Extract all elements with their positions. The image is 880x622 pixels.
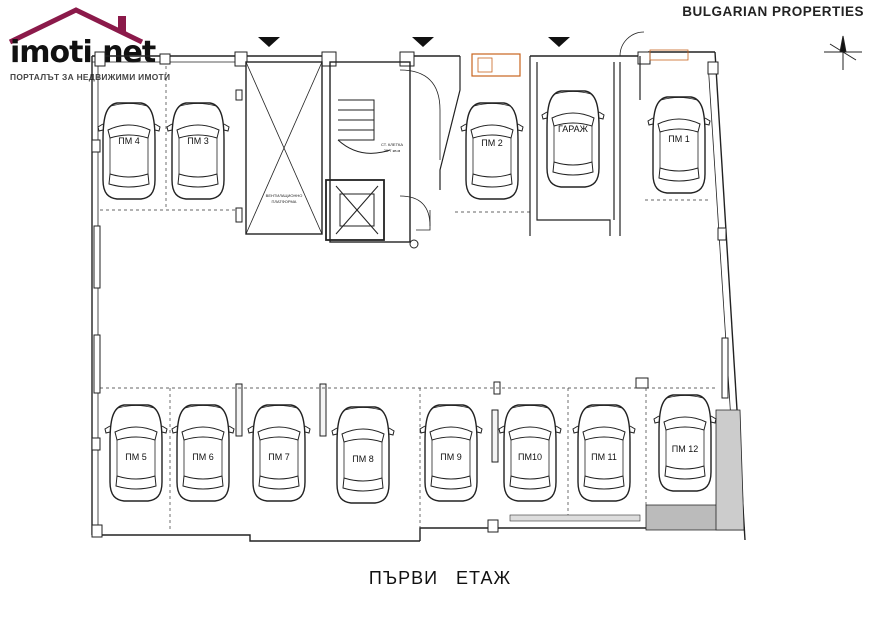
brand-watermark: BULGARIAN PROPERTIES: [682, 4, 864, 19]
label-pm1: ПМ 1: [668, 134, 689, 144]
label-pm10: ПМ10: [518, 452, 542, 462]
label-garage: ГАРАЖ: [558, 124, 589, 134]
label-pm9: ПМ 9: [440, 452, 461, 462]
utility-room: [471, 53, 521, 77]
car-pm1: [647, 96, 711, 194]
car-pm2: [460, 102, 524, 200]
stairwell: СТ. КЛЕТКА 20.7 кв.м: [325, 61, 441, 249]
shaft-block: ВЕНТИЛАЦИОННО ПЛАТФОРМА: [245, 61, 323, 235]
car-garage: [541, 90, 605, 188]
label-pm6: ПМ 6: [192, 452, 213, 462]
logo-tagline: ПОРТАЛЪТ ЗА НЕДВИЖИМИ ИМОТИ: [10, 72, 171, 82]
label-pm2: ПМ 2: [481, 138, 502, 148]
wall-piers: [91, 51, 729, 538]
car-pm12: [653, 394, 717, 492]
label-pm3: ПМ 3: [187, 136, 208, 146]
shaft-label-1: ВЕНТИЛАЦИОННО: [266, 193, 303, 198]
label-pm12: ПМ 12: [672, 444, 698, 454]
stairs-label-2: 20.7 кв.м: [384, 148, 401, 153]
stairs-label-1: СТ. КЛЕТКА: [381, 142, 403, 147]
house-roof-icon: [8, 7, 144, 45]
shaft-label-2: ПЛАТФОРМА: [272, 199, 297, 204]
upper-bays: [100, 66, 710, 213]
parking-cars: [97, 90, 717, 504]
lower-bays: [100, 387, 716, 530]
car-pm3: [166, 102, 230, 200]
label-pm7: ПМ 7: [268, 452, 289, 462]
label-pm4: ПМ 4: [118, 136, 139, 146]
label-pm11: ПМ 11: [591, 452, 617, 462]
car-pm4: [97, 102, 161, 200]
north-arrow-icon: [824, 35, 862, 70]
ramp-corner: [509, 409, 745, 531]
entrance-markers: [258, 37, 570, 47]
label-pm8: ПМ 8: [352, 454, 373, 464]
floor-title: ПЪРВИ ЕТАЖ: [368, 568, 512, 588]
garage-partitions: [439, 31, 689, 236]
label-pm5: ПМ 5: [125, 452, 146, 462]
